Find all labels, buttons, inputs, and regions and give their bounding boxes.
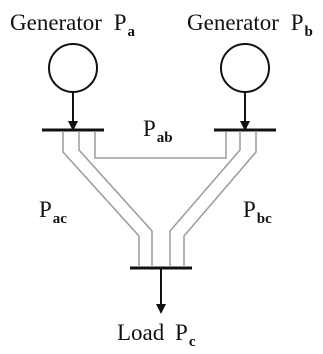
line-bc-label: Pbc — [243, 197, 272, 227]
generator-b-label: Generator Pb — [187, 10, 313, 40]
line-bc-subscript: bc — [256, 211, 272, 227]
load-subscript: c — [188, 334, 196, 350]
line-ac-path-inner — [78, 131, 153, 267]
generator-a-label: Generator Pa — [10, 10, 135, 40]
generator-a-circle — [48, 43, 98, 93]
generator-a-symbol: P — [113, 10, 127, 35]
line-ac-symbol: P — [39, 197, 52, 222]
line-bc-path-inner — [169, 131, 241, 267]
generator-b-symbol: P — [290, 10, 304, 35]
load-symbol: P — [175, 320, 188, 345]
generator-b-text: Generator — [187, 10, 279, 35]
generator-a-subscript: a — [127, 24, 136, 40]
load-label: Load Pc — [117, 320, 195, 350]
line-ac-label: Pac — [39, 197, 67, 227]
line-bc-symbol: P — [243, 197, 256, 222]
line-bc-path — [183, 131, 257, 267]
line-ab-subscript: ab — [156, 130, 173, 146]
line-ac-path — [62, 131, 140, 267]
line-ab-symbol: P — [143, 116, 156, 141]
generator-a-text: Generator — [10, 10, 102, 35]
line-ab-label: Pab — [143, 116, 173, 146]
generator-b-circle — [220, 43, 270, 93]
line-ab-path — [94, 131, 227, 159]
generator-b-subscript: b — [304, 24, 313, 40]
load-text: Load — [117, 320, 165, 345]
line-ac-subscript: ac — [52, 211, 67, 227]
